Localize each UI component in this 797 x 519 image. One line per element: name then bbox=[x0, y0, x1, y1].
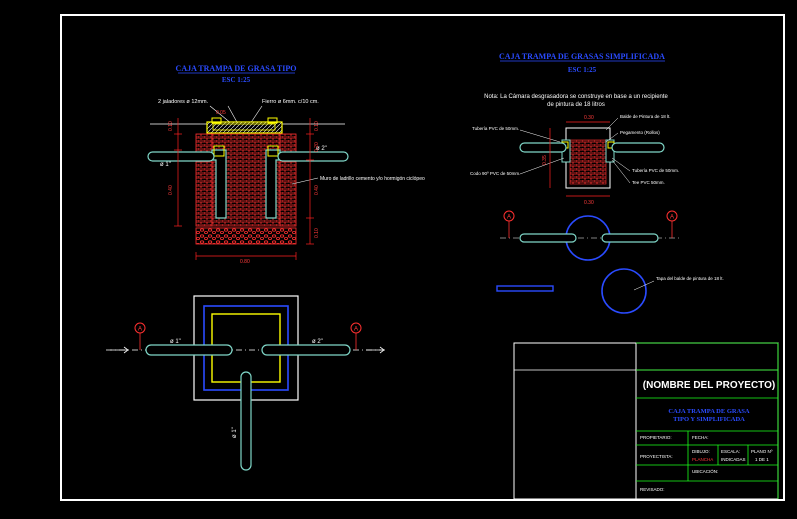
label-pipe-right: Tee PVC 50mm. bbox=[632, 180, 665, 185]
scale-value: INDICADAS bbox=[721, 457, 746, 462]
scale-label: ESCALA: bbox=[721, 449, 740, 454]
plan-down-pipe bbox=[240, 371, 252, 471]
note-line-2: de pintura de 18 litros bbox=[547, 102, 605, 108]
plan-right-outlet bbox=[601, 233, 659, 243]
svg-text:A: A bbox=[138, 327, 142, 333]
outlet-pipe bbox=[277, 151, 349, 162]
note-rebar: Fierro ø 6mm. c/10 cm. bbox=[262, 99, 319, 105]
right-inlet-pipe bbox=[519, 142, 567, 153]
drawing-title-2: TIPO Y SIMPLIFICADA bbox=[673, 416, 745, 423]
pipe-in-label: ø 1" bbox=[160, 162, 171, 168]
designer-label: PROYECTISTA: bbox=[640, 454, 673, 459]
plan-pipe-out-label: ø 2" bbox=[312, 339, 323, 345]
right-outlet-pipe bbox=[611, 142, 665, 153]
gravel-base bbox=[195, 227, 297, 245]
drawn-label: DIBUJO: bbox=[692, 449, 710, 454]
inlet-pipe bbox=[147, 151, 215, 162]
note-handles: 2 jaladores ø 12mm. bbox=[158, 99, 209, 105]
dim-height-left: 0.40 bbox=[168, 185, 174, 195]
dim-top-left: 0.10 bbox=[168, 121, 174, 131]
right-scale: ESC 1:25 bbox=[568, 66, 597, 74]
drawn-value: PLANCHA bbox=[692, 457, 713, 462]
plan-outlet-pipe bbox=[261, 344, 351, 356]
right-dim-top: 0.30 bbox=[584, 115, 594, 121]
left-title: CAJA TRAMPA DE GRASA TIPO bbox=[176, 64, 297, 73]
right-wall bbox=[279, 133, 297, 227]
svg-text:A: A bbox=[507, 215, 511, 221]
sheet-value: 1 DE 1 bbox=[755, 457, 769, 462]
date-label: FECHA: bbox=[692, 435, 709, 440]
dim-right-d: 0.10 bbox=[314, 228, 320, 238]
right-title: CAJA TRAMPA DE GRASAS SIMPLIFICADA bbox=[499, 52, 665, 61]
note-fill: Muro de ladrillo cemento y/o hormigón ci… bbox=[320, 176, 425, 182]
label-tee-right: Tubería PVC de 50mm. bbox=[632, 168, 679, 173]
plan-pipe-down-label: ø 1" bbox=[232, 427, 238, 438]
bucket-lid-label: Tapa del balde de pintura de 18 lt. bbox=[656, 276, 724, 281]
sheet-label: PLANO Nº bbox=[751, 449, 773, 454]
bucket-fill bbox=[569, 139, 607, 185]
location-label: UBICACIÓN: bbox=[692, 468, 718, 474]
cover-slab bbox=[206, 121, 283, 134]
pipe-out-label: ø 2" bbox=[316, 146, 327, 152]
label-tee-left: Tubería PVC de 50mm. bbox=[472, 126, 519, 131]
reviewed-label: REVISADO: bbox=[640, 487, 665, 492]
dim-bottom: 0.80 bbox=[240, 259, 250, 265]
left-wall bbox=[195, 133, 213, 227]
right-simplified-detail: CAJA TRAMPA DE GRASAS SIMPLIFICADA ESC 1… bbox=[470, 52, 724, 314]
label-lid: Balde de Pintura de 18 lt. bbox=[620, 114, 671, 119]
dim-right-a: 0.10 bbox=[314, 121, 320, 131]
svg-text:A: A bbox=[670, 215, 674, 221]
owner-label: PROPIETARIO: bbox=[640, 435, 672, 440]
sheet-frame bbox=[60, 14, 785, 501]
left-plan-view: ø 1" ø 2" ø 1" A A bbox=[106, 295, 386, 471]
left-scale: ESC 1:25 bbox=[222, 76, 251, 84]
lid-side-view bbox=[496, 285, 554, 292]
dim-right-c: 0.40 bbox=[314, 185, 320, 195]
plan-pipe-in-label: ø 1" bbox=[170, 339, 181, 345]
drawing-title-1: CAJA TRAMPA DE GRASA bbox=[668, 408, 750, 415]
right-dim-left: 0.35 bbox=[542, 155, 548, 165]
label-pad: Pegamento (Rollos) bbox=[620, 130, 660, 135]
lid-plan-circle bbox=[601, 268, 647, 314]
left-section-detail: CAJA TRAMPA DE GRASA TIPO ESC 1:25 2 jal… bbox=[147, 64, 425, 265]
dim-top: 0.05 bbox=[216, 110, 226, 116]
right-dim-bottom: 0.30 bbox=[584, 200, 594, 206]
note-line-1: Nota: La Cámara desgrasadora se construy… bbox=[484, 94, 668, 100]
title-block: (NOMBRE DEL PROYECTO) CAJA TRAMPA DE GRA… bbox=[513, 342, 779, 500]
label-elbow: Codo 90º PVC de 50mm. bbox=[470, 171, 520, 176]
plan-right-inlet bbox=[519, 233, 577, 243]
svg-text:A: A bbox=[354, 327, 358, 333]
project-name: (NOMBRE DEL PROYECTO) bbox=[643, 380, 775, 391]
dim-right-b: 0.20 bbox=[314, 142, 320, 152]
plan-inlet-pipe bbox=[145, 344, 233, 356]
